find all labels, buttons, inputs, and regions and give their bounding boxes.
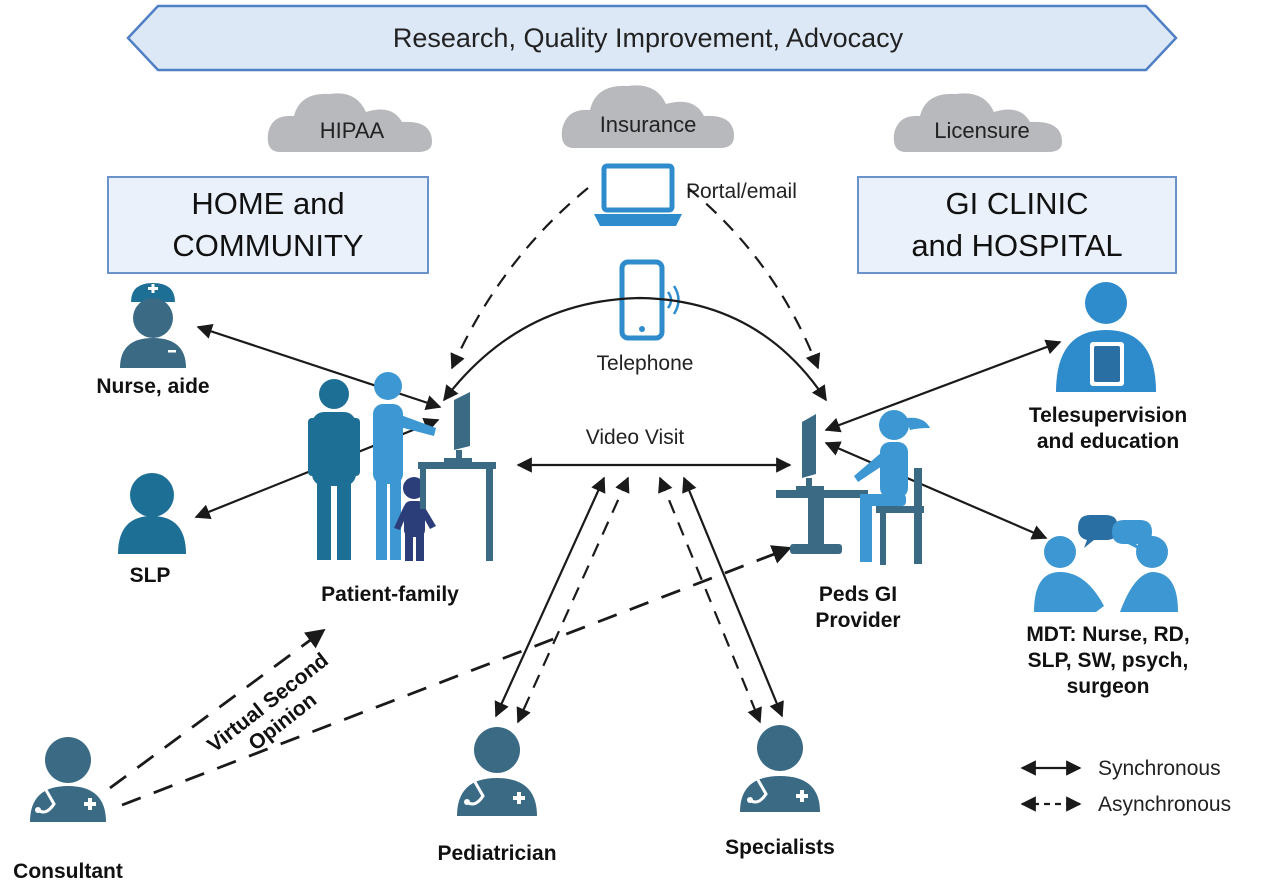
consultant-label: Consultant <box>13 860 123 882</box>
slp-label: SLP <box>130 564 171 587</box>
laptop-icon <box>594 163 682 226</box>
portal-email-label: Portal/email <box>686 180 797 203</box>
cloud-licensure: Licensure <box>893 93 1062 152</box>
cloud-insurance: Insurance <box>561 85 734 148</box>
mdt-label-line3: surgeon <box>1067 675 1150 698</box>
banner-text: Research, Quality Improvement, Advocacy <box>393 23 904 53</box>
pediatrician-icon <box>457 727 537 816</box>
telesupervision-label-line1: Telesupervision <box>1029 404 1187 427</box>
peds-gi-label-line2: Provider <box>815 609 900 632</box>
patient-family-icon <box>308 372 496 561</box>
cloud-label: Licensure <box>934 118 1029 143</box>
cloud-label: HIPAA <box>320 118 385 143</box>
cloud-label: Insurance <box>600 112 697 137</box>
patient-family-label: Patient-family <box>321 583 459 606</box>
telephone-arc-arrow <box>443 296 827 402</box>
box-title-line1: GI CLINIC <box>946 186 1089 221</box>
consultant-to-provider-arrow <box>121 545 792 807</box>
legend-sync-label: Synchronous <box>1098 757 1221 780</box>
pediatrician-label: Pediatrician <box>437 842 556 865</box>
box-title-line2: and HOSPITAL <box>911 228 1122 263</box>
nurse-arrow <box>196 324 442 410</box>
connections <box>109 187 1062 807</box>
consultant-icon <box>30 737 106 822</box>
pediatrician-sync-arrow <box>494 476 606 718</box>
mdt-label-line1: MDT: Nurse, RD, <box>1026 623 1189 646</box>
box-title-line1: HOME and <box>191 186 344 221</box>
specialists-icon <box>740 725 820 812</box>
telephone-label: Telephone <box>597 352 694 375</box>
second-opinion-label: Virtual Second Opinion <box>203 649 333 757</box>
legend-async-label: Asynchronous <box>1098 793 1231 816</box>
pediatrician-async-arrow <box>516 476 630 724</box>
video-visit-label: Video Visit <box>586 426 685 449</box>
peds-gi-label-line1: Peds GI <box>819 583 897 606</box>
portal-to-patient-arrow <box>450 187 589 370</box>
slp-icon <box>118 473 186 554</box>
telesupervision-arrow <box>824 339 1062 433</box>
legend: Synchronous Asynchronous <box>1020 757 1231 816</box>
nurse-label: Nurse, aide <box>96 375 209 398</box>
box-title-line2: COMMUNITY <box>172 228 363 263</box>
gi-clinic-box: GI CLINIC and HOSPITAL <box>857 176 1177 274</box>
nurse-icon <box>120 283 186 368</box>
mdt-label-line2: SLP, SW, psych, <box>1028 649 1189 672</box>
specialists-async-arrow <box>658 476 762 724</box>
mdt-arrow <box>824 441 1048 540</box>
peds-gi-provider-icon <box>776 410 930 565</box>
mdt-icon <box>1034 515 1178 612</box>
banner: Research, Quality Improvement, Advocacy <box>126 4 1178 72</box>
telesupervision-label-line2: and education <box>1037 430 1179 453</box>
consultant-to-patient-arrow <box>109 628 326 790</box>
specialists-sync-arrow <box>682 476 784 718</box>
cloud-hipaa: HIPAA <box>267 93 432 152</box>
portal-to-provider-arrow <box>687 187 821 370</box>
specialists-label: Specialists <box>725 836 835 859</box>
home-community-box: HOME and COMMUNITY <box>107 176 429 274</box>
telesupervision-icon <box>1056 282 1156 392</box>
